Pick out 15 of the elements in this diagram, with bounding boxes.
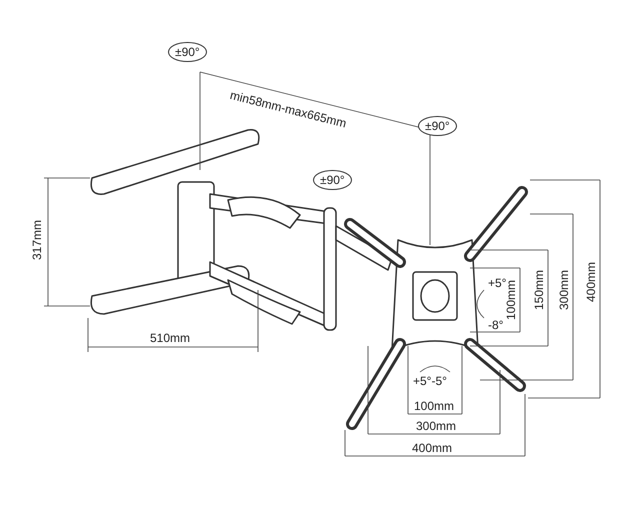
- tilt-angle-label: -8°: [488, 318, 504, 332]
- dimension-label: 100mm: [504, 280, 518, 320]
- tilt-angle-label: +5°: [488, 276, 506, 290]
- dimension-label: 300mm: [416, 419, 456, 433]
- dimension-label: 510mm: [150, 331, 190, 345]
- dimension-label: 100mm: [414, 399, 454, 413]
- rotation-angle-label: ±90°: [418, 116, 457, 136]
- swivel-angle-label: +5°-5°: [413, 374, 447, 388]
- dimension-label: 300mm: [557, 270, 571, 310]
- dimension-label: 317mm: [30, 220, 44, 260]
- dimension-label: 150mm: [532, 270, 546, 310]
- dimension-label: 400mm: [584, 262, 598, 302]
- rotation-angle-label: ±90°: [168, 42, 207, 62]
- rotation-angle-label: ±90°: [313, 170, 352, 190]
- dimension-label: 400mm: [412, 441, 452, 455]
